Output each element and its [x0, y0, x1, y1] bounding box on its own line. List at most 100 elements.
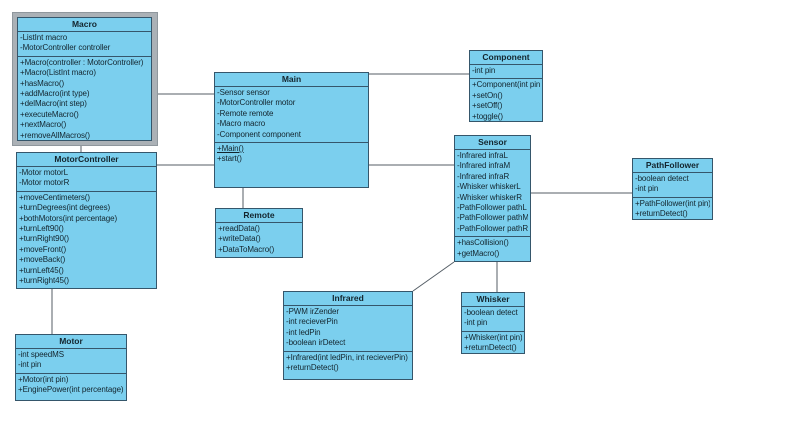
class-title: Infrared	[284, 292, 412, 306]
methods-compartment: +Infrared(int ledPin, int recieverPin) +…	[284, 352, 412, 379]
method: +DataToMacro()	[218, 244, 275, 254]
attribute: -boolean detect	[464, 308, 518, 317]
attribute: -boolean detect	[635, 174, 689, 183]
method: +start()	[217, 154, 242, 164]
class-title: Component	[470, 51, 542, 65]
attributes-compartment: -Motor motorL -Motor motorR	[17, 167, 156, 192]
method: +addMacro(int type)	[20, 89, 90, 99]
method: +readData()	[218, 224, 260, 233]
methods-compartment: +readData() +writeData() +DataToMacro()	[216, 223, 302, 257]
class-motor[interactable]: Motor -int speedMS -int pin +Motor(int p…	[15, 334, 127, 401]
method: +Motor(int pin)	[18, 374, 69, 384]
method: +turnLeft45()	[19, 265, 64, 275]
method: +nextMacro()	[20, 120, 67, 130]
attribute: -int speedMS	[18, 350, 64, 359]
class-title: Sensor	[455, 136, 530, 150]
methods-compartment: +Component(int pin) +setOn() +setOff() +…	[470, 79, 542, 123]
method: +Main()	[217, 144, 244, 154]
method: +returnDetect()	[286, 363, 339, 373]
attribute: -Infrared infraM	[457, 161, 511, 171]
attributes-compartment: -PWM irZender -int recieverPin -int ledP…	[284, 306, 412, 352]
method: +hasMacro()	[20, 78, 65, 88]
attribute: -Infrared infraL	[457, 151, 508, 160]
attribute: -PathFollower pathM	[457, 213, 528, 223]
attribute: -int recieverPin	[286, 317, 338, 327]
method: +PathFollower(int pin)	[635, 198, 710, 208]
class-title: Motor	[16, 335, 126, 349]
attribute: -PWM irZender	[286, 307, 339, 316]
method: +hasCollision()	[457, 238, 509, 248]
method: +setOff()	[472, 101, 503, 111]
method: +delMacro(int step)	[20, 99, 87, 109]
method: +Whisker(int pin)	[464, 332, 522, 342]
attribute: -Motor motorR	[19, 178, 70, 188]
attributes-compartment: -int pin	[470, 65, 542, 80]
class-macro[interactable]: Macro -ListInt macro -MotorController co…	[17, 17, 152, 141]
connector-sensor-infrared[interactable]	[412, 261, 455, 292]
attribute: -int pin	[464, 318, 488, 328]
method: +turnDegrees(int degrees)	[19, 203, 111, 213]
class-motorcontroller[interactable]: MotorController -Motor motorL -Motor mot…	[16, 152, 157, 289]
class-whisker[interactable]: Whisker -boolean detect -int pin +Whiske…	[461, 292, 525, 354]
method: +removeAllMacros()	[20, 130, 90, 140]
method: +toggle()	[472, 111, 503, 121]
class-component[interactable]: Component -int pin +Component(int pin) +…	[469, 50, 543, 122]
attribute: -Infrared infraR	[457, 171, 510, 181]
method: +Component(int pin)	[472, 80, 540, 90]
attribute: -int pin	[18, 360, 42, 370]
class-title: MotorController	[17, 153, 156, 167]
attribute: -Component component	[217, 129, 301, 139]
class-infrared[interactable]: Infrared -PWM irZender -int recieverPin …	[283, 291, 413, 380]
method: +moveBack()	[19, 255, 66, 265]
attribute: -int pin	[635, 184, 659, 194]
class-sensor[interactable]: Sensor -Infrared infraL -Infrared infraM…	[454, 135, 531, 262]
methods-compartment: +Whisker(int pin) +returnDetect()	[462, 332, 524, 355]
attribute: -boolean irDetect	[286, 338, 346, 348]
class-title: PathFollower	[633, 159, 712, 173]
methods-compartment: +hasCollision() +getMacro()	[455, 237, 530, 261]
attributes-compartment: -Infrared infraL -Infrared infraM -Infra…	[455, 150, 530, 238]
attribute: -int ledPin	[286, 327, 321, 337]
attributes-compartment: -Sensor sensor -MotorController motor -R…	[215, 87, 368, 144]
methods-compartment: +Main() +start()	[215, 143, 368, 187]
attribute: -PathFollower pathL	[457, 203, 527, 213]
attribute: -ListInt macro	[20, 33, 68, 42]
class-title: Macro	[18, 18, 151, 32]
method: +setOn()	[472, 90, 503, 100]
attributes-compartment: -ListInt macro -MotorController controll…	[18, 32, 151, 57]
method: +executeMacro()	[20, 109, 79, 119]
class-main[interactable]: Main -Sensor sensor -MotorController mot…	[214, 72, 369, 188]
attribute: -Motor motorL	[19, 168, 68, 177]
method: +writeData()	[218, 234, 261, 244]
method: +Macro(controller : MotorController)	[20, 57, 144, 67]
attributes-compartment: -boolean detect -int pin	[462, 307, 524, 332]
method: +Infrared(int ledPin, int recieverPin)	[286, 352, 408, 362]
method: +returnDetect()	[464, 343, 517, 353]
attribute: -Whisker whiskerL	[457, 182, 521, 192]
attribute: -MotorController controller	[20, 43, 111, 53]
method: +getMacro()	[457, 248, 500, 258]
methods-compartment: +Macro(controller : MotorController) +Ma…	[18, 57, 151, 142]
attributes-compartment: -boolean detect -int pin	[633, 173, 712, 198]
class-pathfollower[interactable]: PathFollower -boolean detect -int pin +P…	[632, 158, 713, 220]
methods-compartment: +Motor(int pin) +EnginePower(int percent…	[16, 374, 126, 400]
attribute: -int pin	[472, 66, 496, 75]
method: +moveCentimeters()	[19, 192, 90, 202]
methods-compartment: +moveCentimeters() +turnDegrees(int degr…	[17, 192, 156, 288]
method: +bothMotors(int percentage)	[19, 213, 118, 223]
methods-compartment: +PathFollower(int pin) +returnDetect()	[633, 198, 712, 221]
class-title: Remote	[216, 209, 302, 223]
method: +turnLeft90()	[19, 224, 64, 234]
attribute: -Remote remote	[217, 108, 274, 118]
method: +moveFront()	[19, 244, 67, 254]
method: +Macro(ListInt macro)	[20, 68, 96, 78]
method: +turnRight90()	[19, 234, 69, 244]
attribute: -MotorController motor	[217, 98, 296, 108]
class-remote[interactable]: Remote +readData() +writeData() +DataToM…	[215, 208, 303, 258]
attribute: -PathFollower pathR	[457, 223, 528, 233]
method: +turnRight45()	[19, 276, 69, 286]
attribute: -Macro macro	[217, 119, 266, 129]
method: +EnginePower(int percentage)	[18, 385, 124, 395]
